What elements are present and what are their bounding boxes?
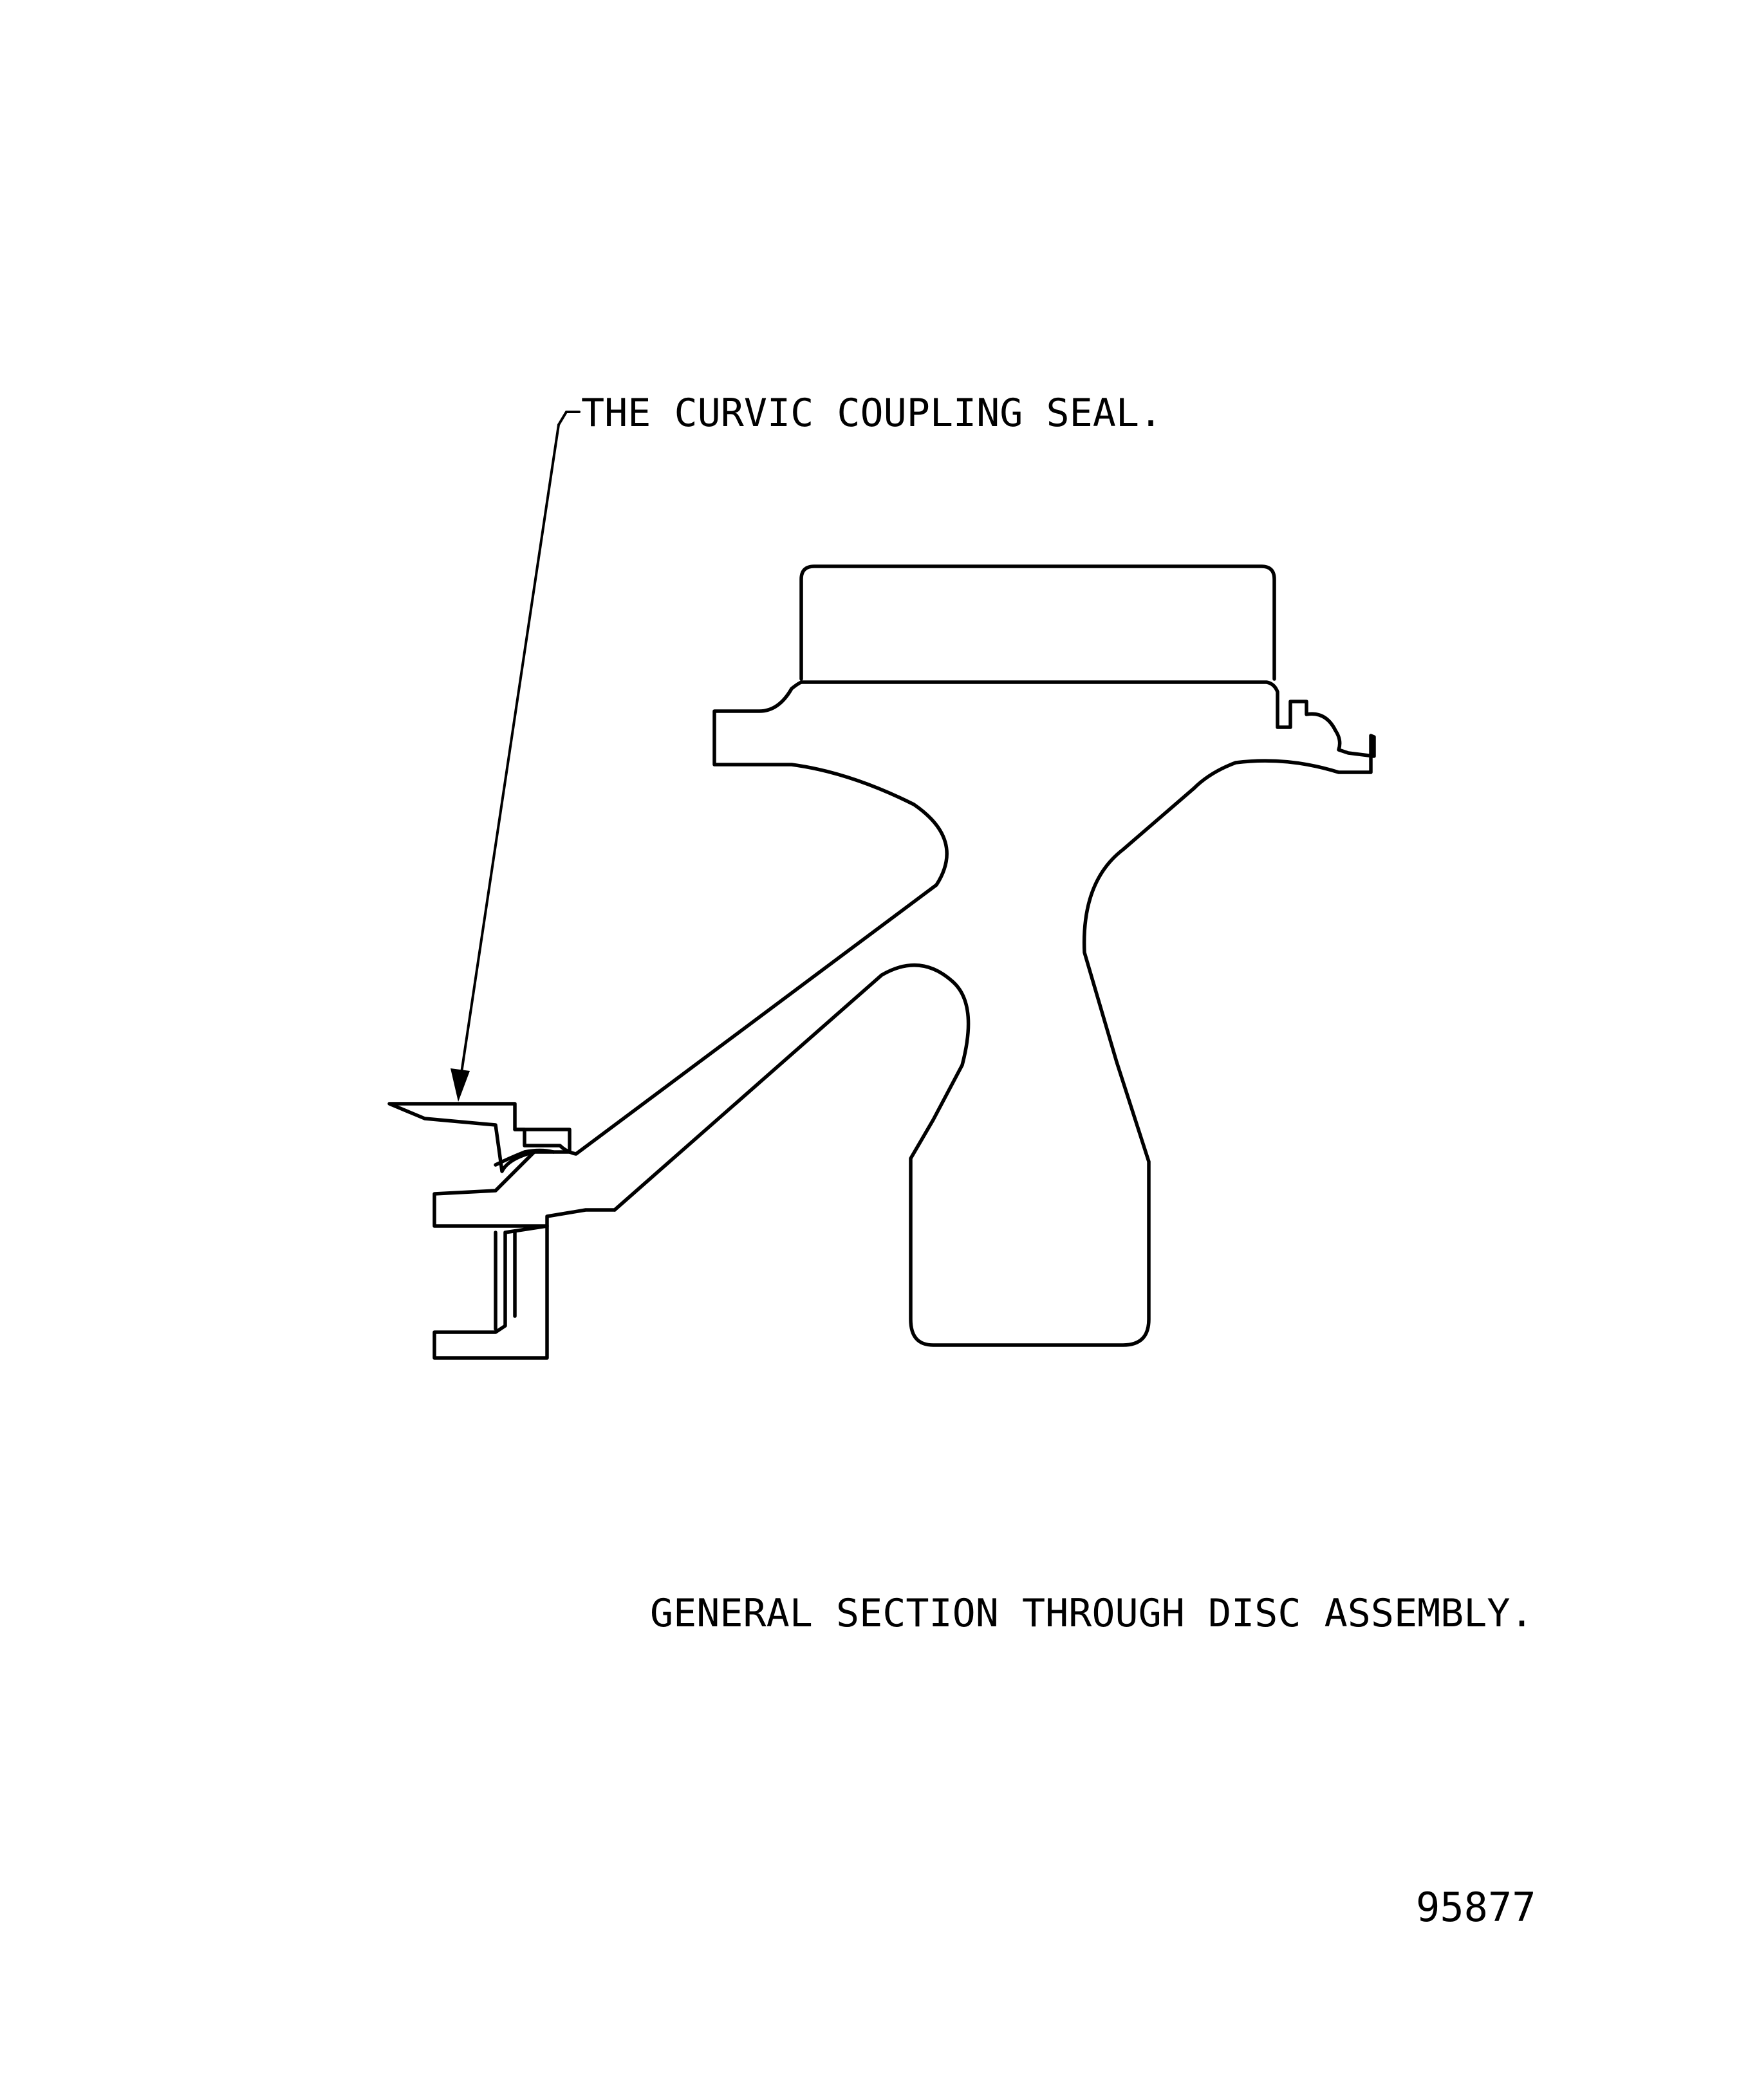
curvic-coupling-seal-callout: THE CURVIC COUPLING SEAL. — [451, 391, 1162, 1102]
callout-arrowhead — [451, 1068, 470, 1102]
figure-caption: GENERAL SECTION THROUGH DISC ASSEMBLY. — [650, 1591, 1534, 1636]
callout-leader-hook — [557, 411, 581, 426]
disc-assembly-section — [387, 564, 1376, 1360]
disc-web-right — [613, 786, 1196, 1347]
coupling-flange — [432, 1150, 549, 1360]
diaphragm-lower — [545, 1208, 617, 1228]
rim-platform — [513, 680, 949, 1156]
platform-top — [799, 680, 1376, 790]
seal-contact — [494, 1148, 555, 1167]
seal-flange — [387, 1102, 572, 1173]
rim-block — [799, 564, 1276, 681]
callout-leader-line — [459, 423, 560, 1083]
callout-label: THE CURVIC COUPLING SEAL. — [581, 391, 1162, 436]
figure-number: 95877 — [1416, 1884, 1536, 1931]
